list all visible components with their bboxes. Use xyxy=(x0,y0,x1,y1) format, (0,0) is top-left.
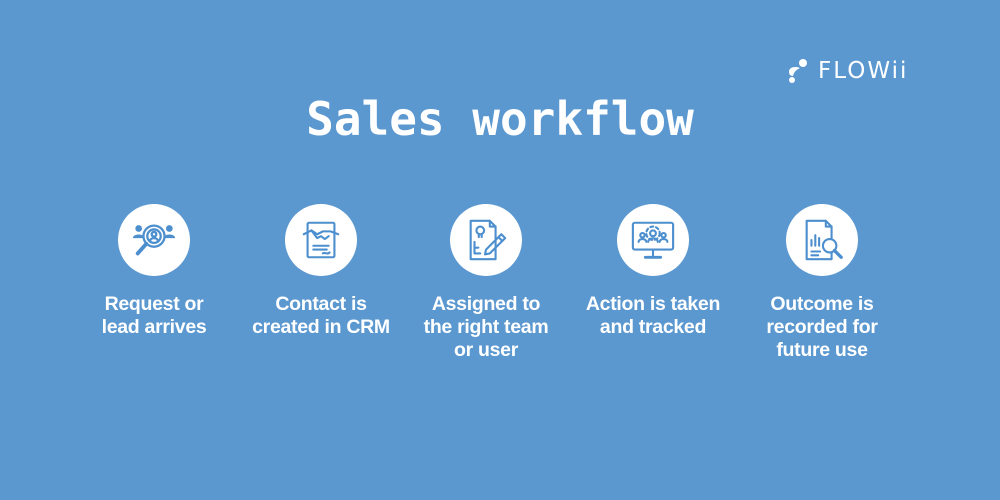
step-label-line: Assigned to xyxy=(431,293,541,315)
brand-logo: FLOWii xyxy=(786,58,908,84)
step-label: Request or lead arrives xyxy=(102,293,207,339)
workflow-step-3: Assigned to the right team or user xyxy=(401,204,571,362)
monitor-team-icon xyxy=(617,204,689,276)
workflow-step-2: Contact is created in CRM xyxy=(236,204,406,339)
workflow-step-1: Request or lead arrives xyxy=(69,204,239,339)
step-label-line: recorded for xyxy=(766,316,878,338)
workflow-step-4: Action is taken and tracked xyxy=(568,204,738,339)
step-label-line: created in CRM xyxy=(252,316,390,338)
search-person-icon xyxy=(118,204,190,276)
report-search-icon xyxy=(786,204,858,276)
handshake-contract-icon xyxy=(285,204,357,276)
step-label-line: Request or xyxy=(104,293,204,315)
step-label-line: the right team xyxy=(423,316,549,338)
step-label-line: Outcome is xyxy=(770,293,874,315)
step-label-line: Contact is xyxy=(275,293,367,315)
step-label: Outcome is recorded for future use xyxy=(766,293,878,362)
page-title: Sales workflow xyxy=(306,92,694,146)
flowii-logo-icon xyxy=(789,59,807,83)
step-label-line: future use xyxy=(776,339,868,361)
step-label-line: Action is taken xyxy=(585,293,721,315)
step-label: Assigned to the right team or user xyxy=(424,293,549,362)
step-label-line: lead arrives xyxy=(101,316,207,338)
brand-name: FLOWii xyxy=(818,58,909,84)
document-pencil-icon xyxy=(450,204,522,276)
workflow-step-5: Outcome is recorded for future use xyxy=(737,204,907,362)
step-label: Contact is created in CRM xyxy=(252,293,390,339)
step-label-line: or user xyxy=(453,339,518,361)
step-label-line: and tracked xyxy=(599,316,707,338)
step-label: Action is taken and tracked xyxy=(585,293,721,339)
